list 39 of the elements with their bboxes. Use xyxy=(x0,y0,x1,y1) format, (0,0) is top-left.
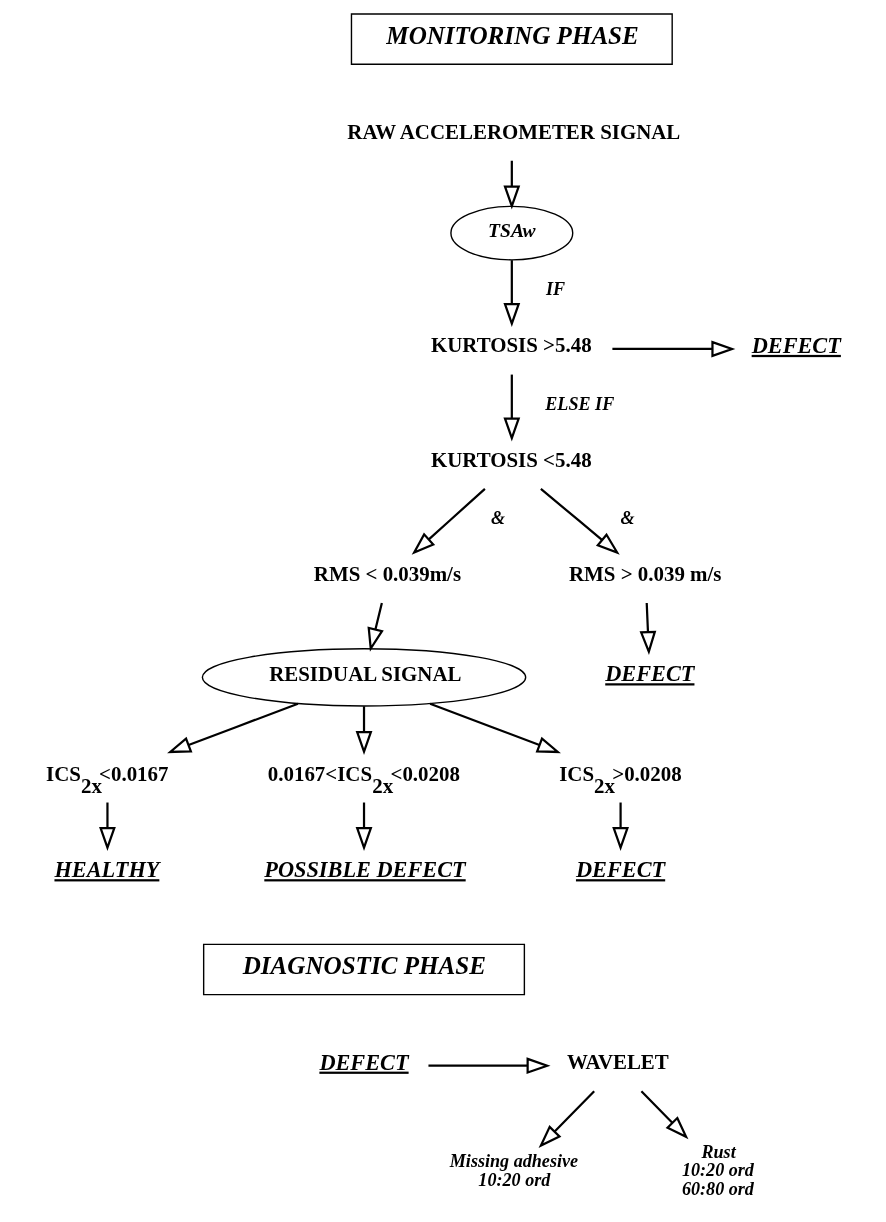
node-text: DEFECT xyxy=(604,661,694,687)
node-box: DIAGNOSTIC PHASE xyxy=(202,943,525,996)
node-text: KURTOSIS >5.48 xyxy=(430,333,592,358)
node-text: KURTOSIS <5.48 xyxy=(430,447,592,472)
arrow xyxy=(502,160,520,210)
edge-label: & xyxy=(620,507,635,528)
arrow xyxy=(166,702,298,754)
node-text: RMS > 0.039 m/s xyxy=(568,562,721,587)
node-box: MONITORING PHASE xyxy=(350,13,673,65)
arrow xyxy=(502,260,520,327)
edge-label: & xyxy=(490,507,505,528)
node-text: HEALTHY xyxy=(53,857,159,883)
arrow xyxy=(411,488,486,555)
node-text: Missing adhesive 10:20 ord xyxy=(449,1151,578,1190)
arrow xyxy=(640,1090,688,1140)
arrow xyxy=(502,374,520,442)
arrow xyxy=(355,706,372,756)
node-ellipse: TSAw xyxy=(449,205,573,261)
node-text: RAW ACCELEROMETER SIGNAL xyxy=(346,119,680,144)
node-text: DEFECT xyxy=(751,332,841,358)
arrow xyxy=(427,1057,551,1075)
node-text: DEFECT xyxy=(318,1049,409,1075)
arrow xyxy=(366,602,384,652)
node-text: DEFECT xyxy=(575,857,665,883)
arrow xyxy=(355,802,372,851)
edge-label: IF xyxy=(545,279,565,300)
node-text: Rust 10:20 ord 60:80 ord xyxy=(681,1142,754,1199)
arrow xyxy=(611,802,629,851)
arrow xyxy=(98,802,116,851)
arrow xyxy=(611,340,735,358)
arrow xyxy=(539,488,620,555)
node-text: RMS < 0.039m/s xyxy=(313,562,461,587)
node-ellipse: RESIDUAL SIGNAL xyxy=(201,648,526,707)
arrow xyxy=(429,702,561,754)
arrow xyxy=(538,1090,595,1148)
arrow xyxy=(639,602,656,655)
node-text: POSSIBLE DEFECT xyxy=(263,857,466,883)
node-text: WAVELET xyxy=(566,1050,669,1075)
edge-label: ELSE IF xyxy=(544,393,614,414)
